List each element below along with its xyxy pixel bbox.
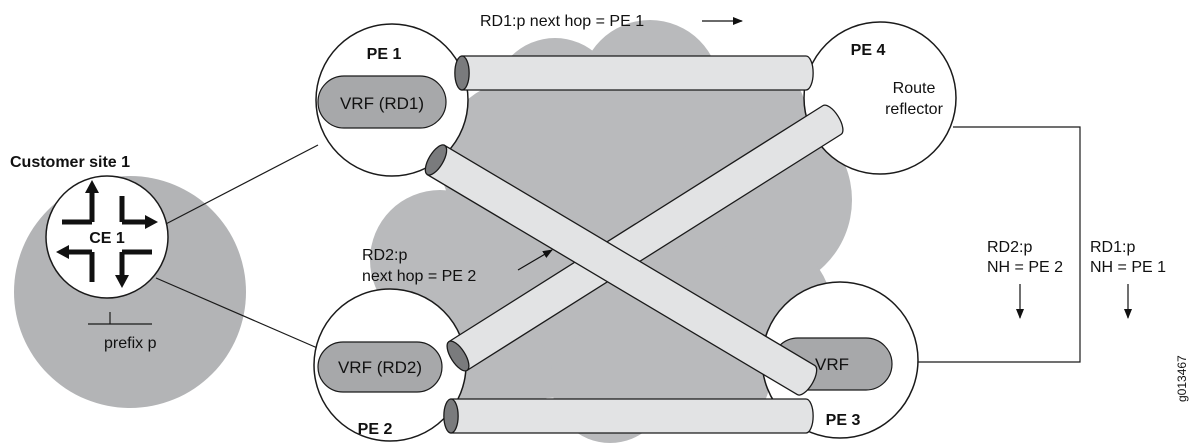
prefix-label: prefix p	[104, 335, 157, 352]
lsp-pe2-pe3-end	[443, 398, 459, 434]
lsp-pe1-pe3-end	[424, 144, 448, 176]
pe4-role-line1: Route	[893, 80, 936, 97]
pe2-vrf-box	[317, 341, 443, 393]
ce1-label: CE 1	[89, 230, 125, 247]
router-arrows-icon	[62, 190, 152, 282]
pe2-label: PE 2	[358, 421, 393, 438]
ce1-pe1-link	[159, 144, 319, 228]
rr-rd2-line2: NH = PE 2	[987, 259, 1063, 276]
top-advert-label: RD1:p next hop = PE 1	[480, 13, 644, 30]
customer-site-title: Customer site 1	[10, 154, 130, 171]
pe3-label: PE 3	[826, 412, 861, 429]
pe1-vrf-box	[317, 75, 447, 129]
ce1-pe2-link	[155, 277, 323, 351]
mid-advert-line2: next hop = PE 2	[362, 268, 476, 285]
pe1-label: PE 1	[367, 46, 402, 63]
figure-id: g013467	[1175, 355, 1189, 402]
rr-rd1-line1: RD1:p	[1090, 239, 1135, 256]
lsp-pe1-pe4	[454, 55, 814, 91]
mid-advert-arrow	[517, 249, 553, 271]
pe1-vrf-label: VRF (RD1)	[340, 94, 424, 113]
rr-rd2-line1: RD2:p	[987, 239, 1032, 256]
pe4-role-line2: reflector	[885, 101, 943, 118]
lsp-pe1-pe3	[424, 144, 818, 396]
pe4-label: PE 4	[851, 42, 886, 59]
rr-rd1-line2: NH = PE 1	[1090, 259, 1166, 276]
rr-pe3-link	[912, 126, 1081, 363]
lsp-pe2-pe3	[443, 398, 814, 434]
lsp-pe2-pe4	[446, 104, 844, 372]
ce1-router	[45, 175, 169, 299]
lsp-pe2-pe4-end	[446, 340, 470, 372]
mid-advert-line1: RD2:p	[362, 247, 407, 264]
pe4-router	[803, 21, 957, 175]
lsp-tunnels	[424, 55, 844, 434]
pe2-vrf-label: VRF (RD2)	[338, 358, 422, 377]
lsp-pe1-pe4-end	[454, 55, 470, 91]
ce1-router-circle	[45, 175, 169, 299]
pe3-vrf-label: VRF	[815, 355, 849, 374]
connection-lines	[88, 126, 1081, 363]
